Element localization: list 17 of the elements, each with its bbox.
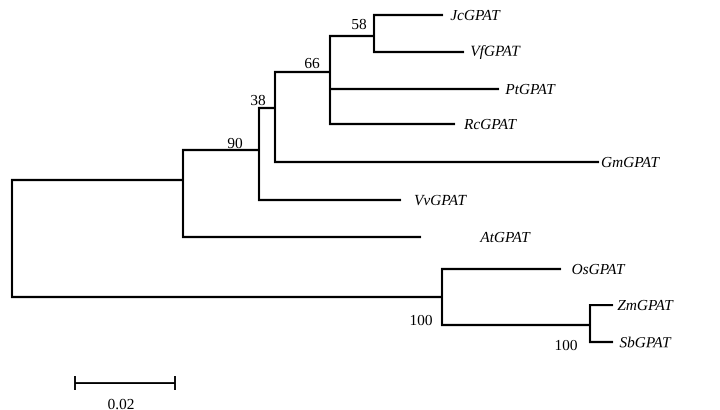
leaf-label: GmGPAT [602, 156, 660, 168]
bootstrap-value: 58 [352, 18, 366, 30]
leaf-label: AtGPAT [479, 232, 531, 242]
leaf-label: JcGPAT [450, 10, 501, 20]
leaf-label: SbGPAT [620, 336, 672, 348]
leaf-label: PtGPAT [505, 84, 556, 94]
bootstrap-value: 100 [556, 340, 577, 350]
bootstrap-value: 90 [228, 138, 242, 148]
leaf-label: RcGPAT [464, 118, 517, 130]
leaf-label: ZmGPAT [618, 300, 674, 310]
scale-value: 0.02 [108, 398, 134, 410]
bootstrap-value: 100 [410, 314, 432, 326]
bootstrap-value: 66 [304, 58, 320, 68]
leaf-label: VfGPAT [471, 44, 521, 60]
bootstrap-value: 38 [251, 94, 266, 106]
leaf-label: VvGPAT [414, 194, 467, 206]
leaf-label: OsGPAT [572, 264, 626, 274]
